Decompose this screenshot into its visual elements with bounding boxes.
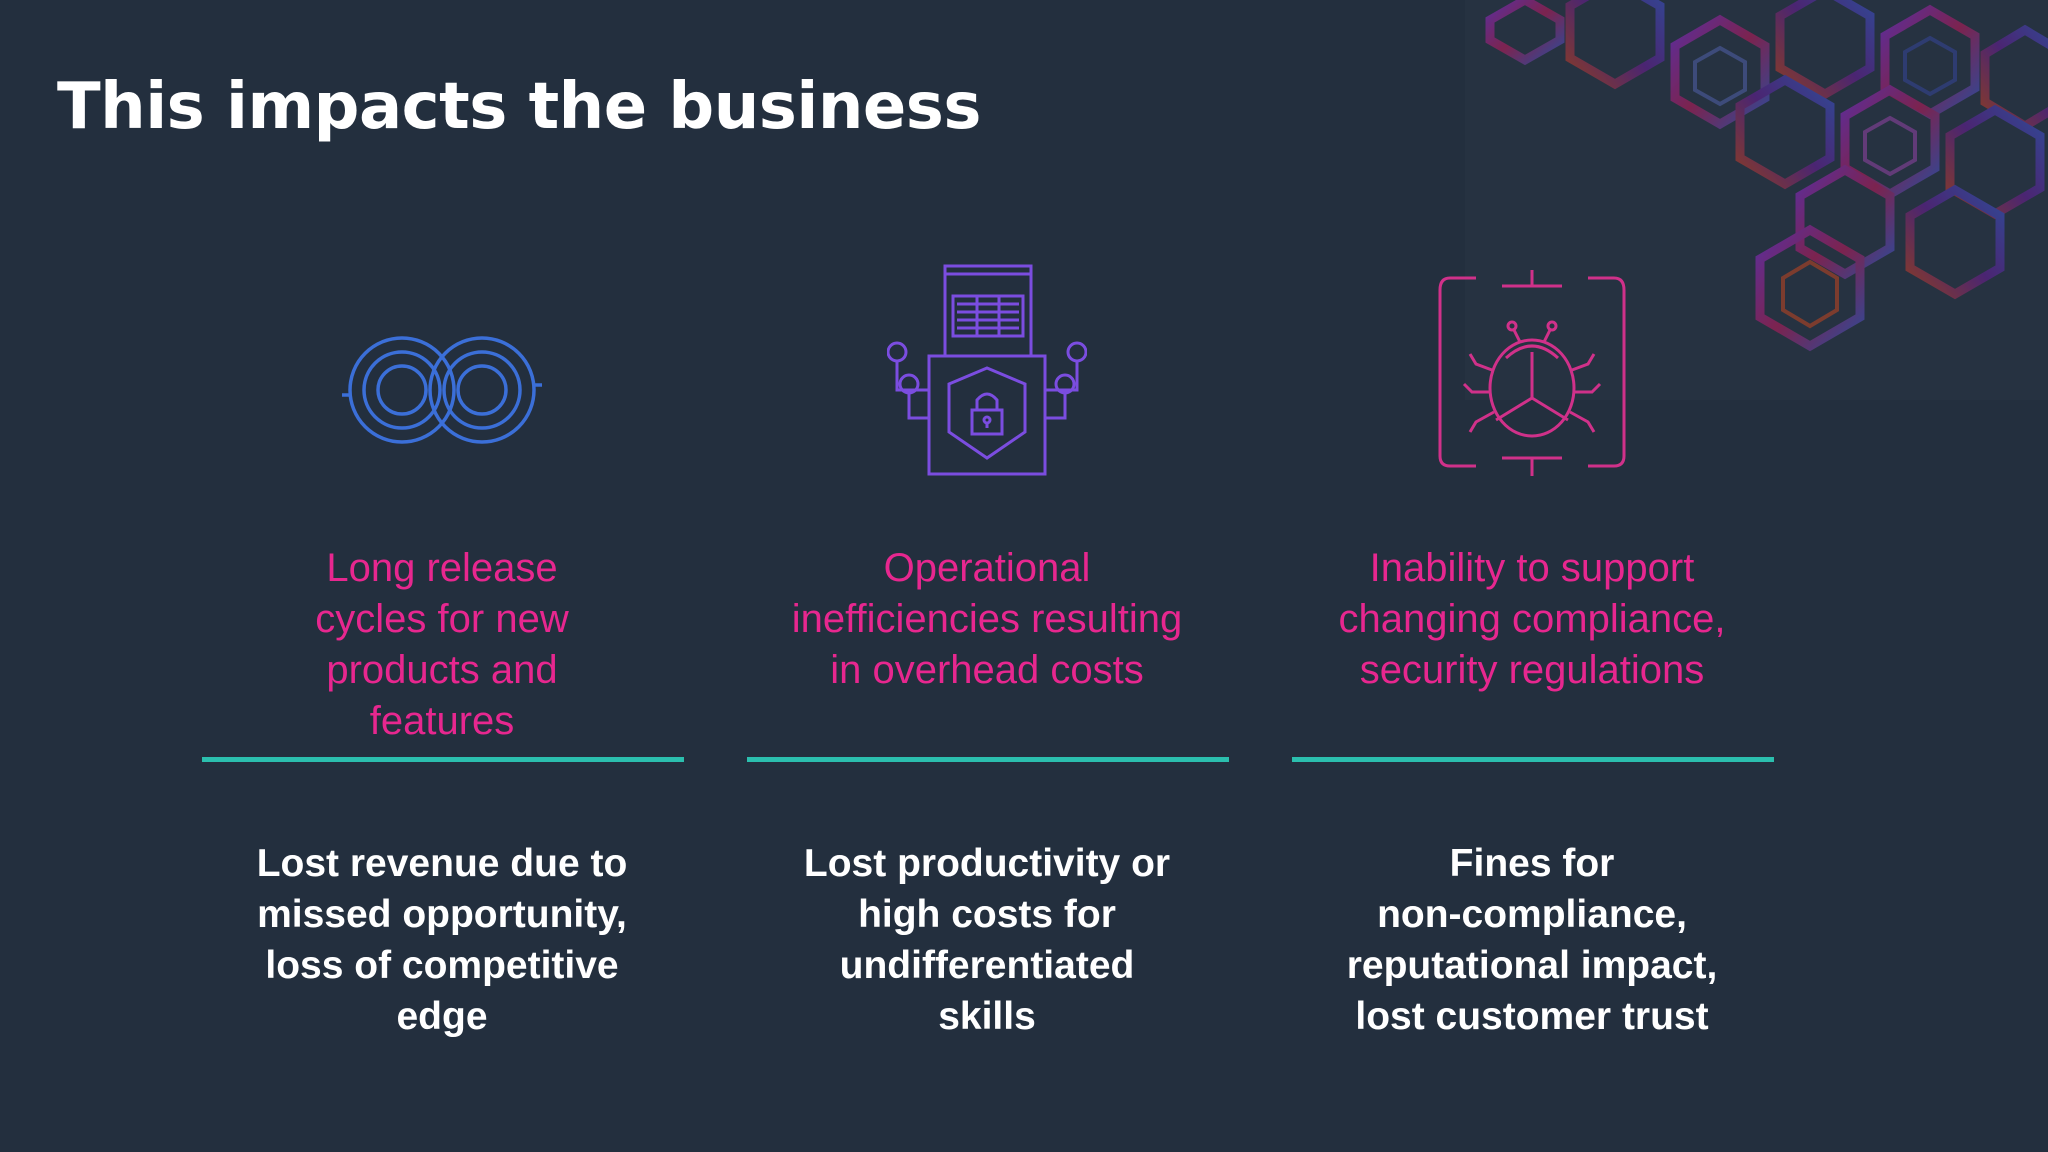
impact-line: skills	[938, 995, 1036, 1038]
pain-point-text: Long release cycles for new products and…	[202, 543, 682, 747]
impact-line: edge	[396, 995, 488, 1038]
impact-line: undifferentiated	[839, 944, 1135, 987]
infinity-loop-icon	[342, 336, 542, 444]
pain-line: security regulations	[1359, 648, 1705, 692]
impact-line: loss of competitive	[265, 944, 619, 987]
impact-line: non-compliance,	[1377, 893, 1687, 936]
pain-line: Operational	[883, 546, 1091, 590]
secure-server-icon	[887, 264, 1087, 476]
impact-line: reputational impact,	[1346, 944, 1718, 987]
impact-column-compliance: Inability to support changing compliance…	[1292, 0, 1774, 1152]
impact-line: high costs for	[858, 893, 1116, 936]
pain-line: cycles for new	[315, 597, 569, 641]
business-impact-text: Fines for non-compliance, reputational i…	[1292, 838, 1772, 1042]
pain-point-text: Inability to support changing compliance…	[1292, 543, 1772, 696]
pain-line: inefficiencies resulting	[791, 597, 1183, 641]
pain-line: Long release	[326, 546, 558, 590]
impact-line: Fines for	[1449, 842, 1615, 885]
pain-line: Inability to support	[1369, 546, 1695, 590]
business-impact-text: Lost productivity or high costs for undi…	[747, 838, 1227, 1042]
impact-line: missed opportunity,	[257, 893, 627, 936]
slide-title: This impacts the business	[57, 70, 981, 144]
impact-line: Lost revenue due to	[256, 842, 628, 885]
impact-line: lost customer trust	[1355, 995, 1709, 1038]
divider	[202, 757, 684, 762]
business-impact-text: Lost revenue due to missed opportunity, …	[202, 838, 682, 1042]
pain-line: features	[369, 699, 515, 743]
divider	[1292, 757, 1774, 762]
bug-icon	[1438, 270, 1626, 476]
impact-line: Lost productivity or	[803, 842, 1171, 885]
divider	[747, 757, 1229, 762]
pain-line: changing compliance,	[1338, 597, 1726, 641]
impact-column-release-cycles: Long release cycles for new products and…	[202, 0, 684, 1152]
pain-line: in overhead costs	[830, 648, 1144, 692]
pain-line: products and	[326, 648, 558, 692]
impact-column-operational-inefficiencies: Operational inefficiencies resulting in …	[747, 0, 1229, 1152]
pain-point-text: Operational inefficiencies resulting in …	[747, 543, 1227, 696]
hexagon-pattern-decoration	[1465, 0, 2048, 400]
